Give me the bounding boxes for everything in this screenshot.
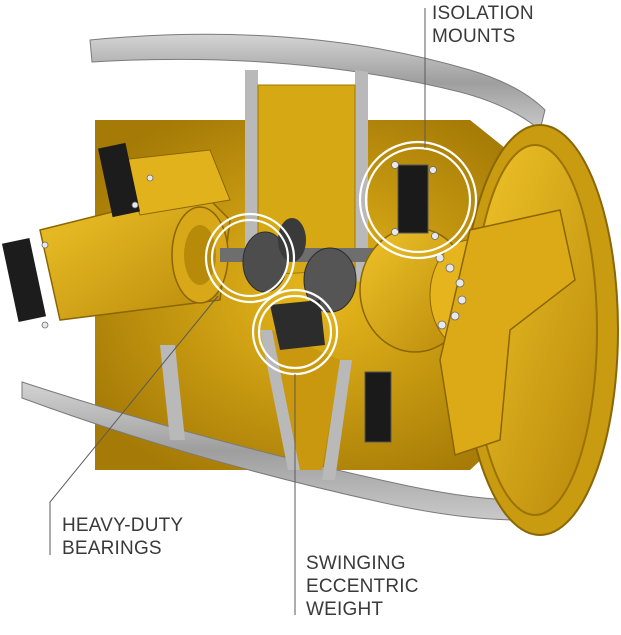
left-rubber-mount-upper xyxy=(98,142,140,218)
callout-weight-line2: ECCENTRIC xyxy=(306,576,419,597)
isolation-mount-lower xyxy=(364,371,392,443)
callout-bearings-line1: HEAVY-DUTY xyxy=(62,515,184,536)
eccentric-weight-block xyxy=(270,300,325,350)
ring-bearings xyxy=(210,218,290,298)
ring-eccentric-weight xyxy=(257,294,333,370)
callout-weight-line3: WEIGHT xyxy=(306,599,384,620)
callout-isolation-mounts: ISOLATION MOUNTS xyxy=(432,2,534,48)
left-rubber-mount-lower xyxy=(1,237,47,323)
partition-wall-left xyxy=(245,70,258,275)
hub-bolts xyxy=(435,253,467,330)
callout-bearings: HEAVY-DUTY BEARINGS xyxy=(62,514,183,560)
motor-arm xyxy=(439,209,576,456)
callout-weight-line1: SWINGING xyxy=(306,553,406,574)
callout-isolation-line1: ISOLATION xyxy=(432,3,534,24)
callout-rings xyxy=(204,140,478,376)
isolation-mount-upper xyxy=(397,164,429,234)
callout-isolation-line2: MOUNTS xyxy=(432,26,516,47)
callout-eccentric-weight: SWINGING ECCENTRIC WEIGHT xyxy=(306,552,419,621)
leader-bearings xyxy=(49,295,219,555)
ring-isolation-mounts xyxy=(364,146,472,254)
callout-bearings-line2: BEARINGS xyxy=(62,538,162,559)
